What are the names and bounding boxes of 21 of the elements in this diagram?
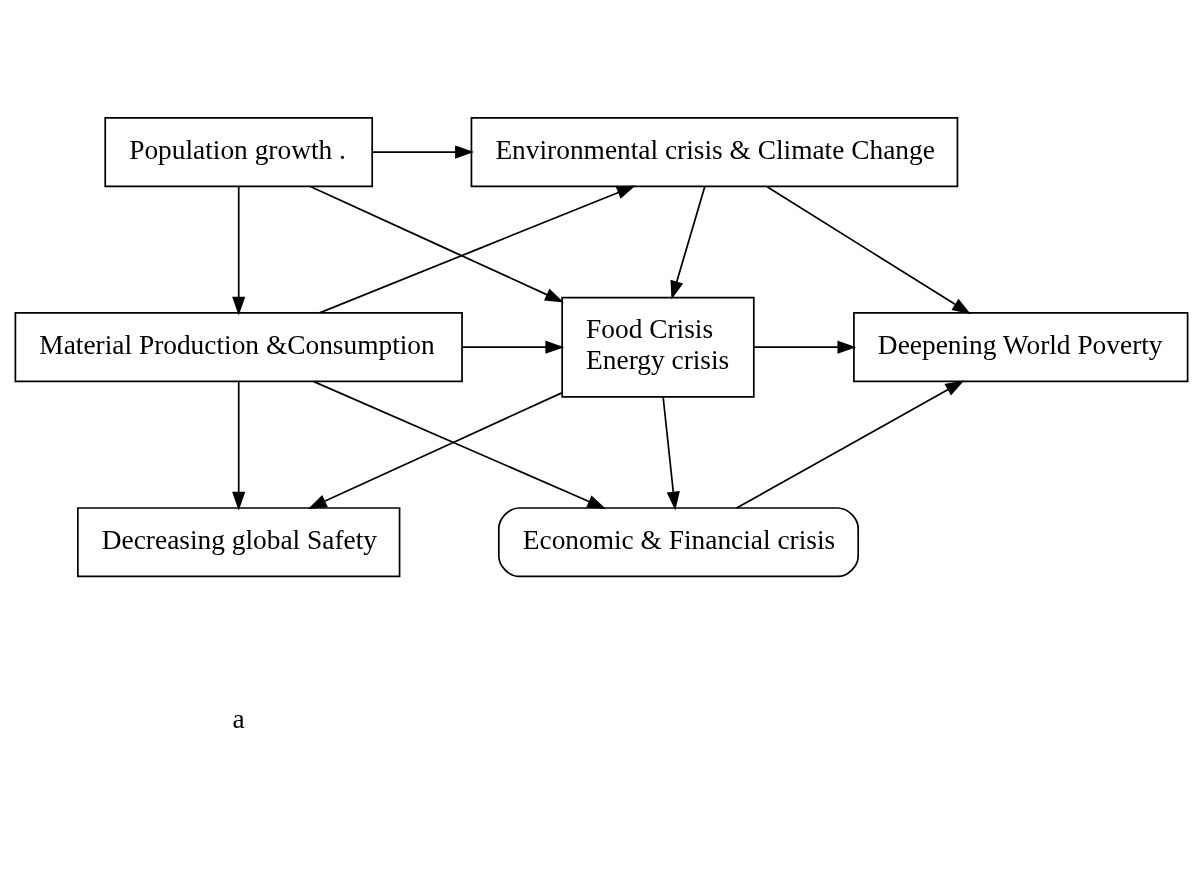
arrow [307, 392, 563, 509]
arrow [232, 185, 246, 316]
arrow [670, 185, 706, 300]
node-box: Food Crisis Energy crisis [561, 296, 755, 398]
arrow [309, 185, 564, 303]
arrow [753, 340, 857, 354]
node-box: Economic & Financial crisis [497, 507, 860, 578]
arrow [662, 396, 680, 511]
arrow [371, 145, 474, 159]
label: a [232, 704, 245, 735]
arrow [735, 380, 965, 509]
node-box: Decreasing global Safety [77, 507, 401, 578]
arrow [318, 185, 636, 314]
node-box: Population growth . [104, 117, 374, 188]
arrow [312, 380, 607, 509]
node-box: Environmental crisis & Climate Change [470, 117, 959, 188]
arrow [766, 185, 971, 315]
arrow [461, 340, 565, 354]
node-box: Material Production &Consumption [14, 312, 463, 383]
node-box: Deepening World Poverty [853, 312, 1189, 383]
arrow [232, 380, 246, 511]
